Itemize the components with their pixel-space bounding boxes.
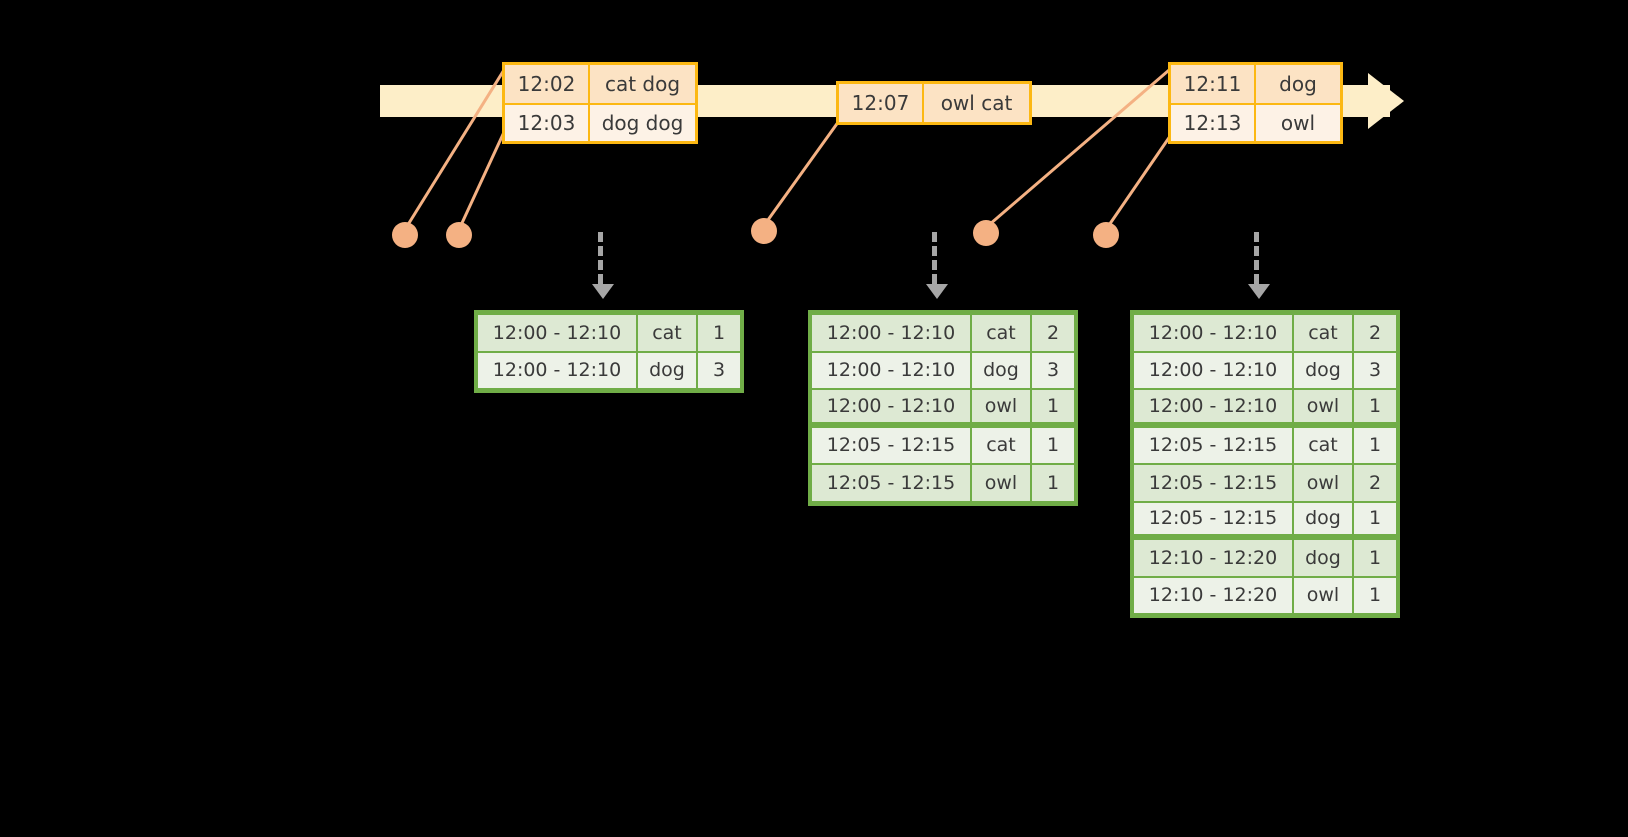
event-time: 12:11 [1171, 65, 1256, 103]
cell-window: 12:10 - 12:20 [1134, 540, 1294, 576]
cell-word: cat [1294, 315, 1354, 351]
cell-word: cat [638, 315, 698, 351]
event-words: owl [1256, 105, 1340, 141]
event-row: 12:13 owl [1171, 103, 1340, 141]
event-words: owl cat [924, 84, 1029, 122]
cell-count: 1 [1354, 390, 1396, 422]
cell-window: 12:05 - 12:15 [1134, 427, 1294, 463]
dash-arrow-shaft [931, 232, 937, 284]
cell-count: 2 [1032, 315, 1074, 351]
cell-word: owl [1294, 577, 1354, 613]
cell-count: 1 [1354, 577, 1396, 613]
dash-arrow-3 [1248, 232, 1270, 299]
cell-count: 1 [1354, 502, 1396, 534]
cell-count: 1 [1032, 390, 1074, 422]
cell-count: 3 [1354, 352, 1396, 388]
cell-count: 3 [698, 352, 740, 388]
event-marker-3[interactable] [751, 218, 777, 244]
event-marker-4[interactable] [973, 220, 999, 246]
cell-word: dog [972, 352, 1032, 388]
event-words: dog [1256, 65, 1340, 103]
cell-window: 12:00 - 12:10 [478, 352, 638, 388]
event-marker-2[interactable] [446, 222, 472, 248]
cell-count: 1 [1032, 465, 1074, 501]
cell-word: owl [1294, 390, 1354, 422]
cell-window: 12:00 - 12:10 [812, 390, 972, 422]
event-time: 12:02 [505, 65, 590, 103]
cell-count: 2 [1354, 465, 1396, 501]
cell-count: 1 [698, 315, 740, 351]
connector-line-5 [1104, 126, 1178, 231]
cell-window: 12:05 - 12:15 [1134, 502, 1294, 534]
event-time: 12:13 [1171, 105, 1256, 141]
event-row: 12:07 owl cat [839, 84, 1029, 122]
cell-window: 12:00 - 12:10 [812, 315, 972, 351]
cell-word: dog [638, 352, 698, 388]
event-time: 12:07 [839, 84, 924, 122]
cell-window: 12:00 - 12:10 [478, 315, 638, 351]
cell-window: 12:00 - 12:10 [1134, 352, 1294, 388]
event-group-1[interactable]: 12:02 cat dog 12:03 dog dog [502, 62, 698, 144]
cell-word: owl [972, 390, 1032, 422]
cell-window: 12:05 - 12:15 [1134, 465, 1294, 501]
cell-window: 12:00 - 12:10 [1134, 390, 1294, 422]
event-group-2[interactable]: 12:07 owl cat [836, 81, 1032, 125]
event-words: cat dog [590, 65, 695, 103]
cell-word: cat [972, 427, 1032, 463]
cell-count: 1 [1354, 427, 1396, 463]
cell-word: dog [1294, 502, 1354, 534]
cell-window: 12:10 - 12:20 [1134, 577, 1294, 613]
event-marker-1[interactable] [392, 222, 418, 248]
connector-line-3 [762, 118, 842, 227]
dash-arrow-shaft [597, 232, 603, 284]
cell-word: owl [972, 465, 1032, 501]
event-time: 12:03 [505, 105, 590, 141]
cell-window: 12:05 - 12:15 [812, 427, 972, 463]
event-row: 12:11 dog [1171, 65, 1340, 103]
cell-word: cat [1294, 427, 1354, 463]
dash-arrow-head-icon [926, 284, 948, 299]
event-row: 12:03 dog dog [505, 103, 695, 141]
cell-word: owl [1294, 465, 1354, 501]
event-words: dog dog [590, 105, 695, 141]
dash-arrow-shaft [1253, 232, 1259, 284]
timeline-arrow-head [1368, 73, 1404, 129]
cell-window: 12:00 - 12:10 [812, 352, 972, 388]
event-marker-5[interactable] [1093, 222, 1119, 248]
event-row: 12:02 cat dog [505, 65, 695, 103]
dash-arrow-1 [592, 232, 614, 299]
cell-word: dog [1294, 540, 1354, 576]
event-group-3[interactable]: 12:11 dog 12:13 owl [1168, 62, 1343, 144]
dash-arrow-2 [926, 232, 948, 299]
cell-count: 1 [1354, 540, 1396, 576]
cell-count: 2 [1354, 315, 1396, 351]
dash-arrow-head-icon [592, 284, 614, 299]
cell-word: dog [1294, 352, 1354, 388]
cell-window: 12:00 - 12:10 [1134, 315, 1294, 351]
cell-count: 1 [1032, 427, 1074, 463]
cell-word: cat [972, 315, 1032, 351]
dash-arrow-head-icon [1248, 284, 1270, 299]
cell-window: 12:05 - 12:15 [812, 465, 972, 501]
cell-count: 3 [1032, 352, 1074, 388]
